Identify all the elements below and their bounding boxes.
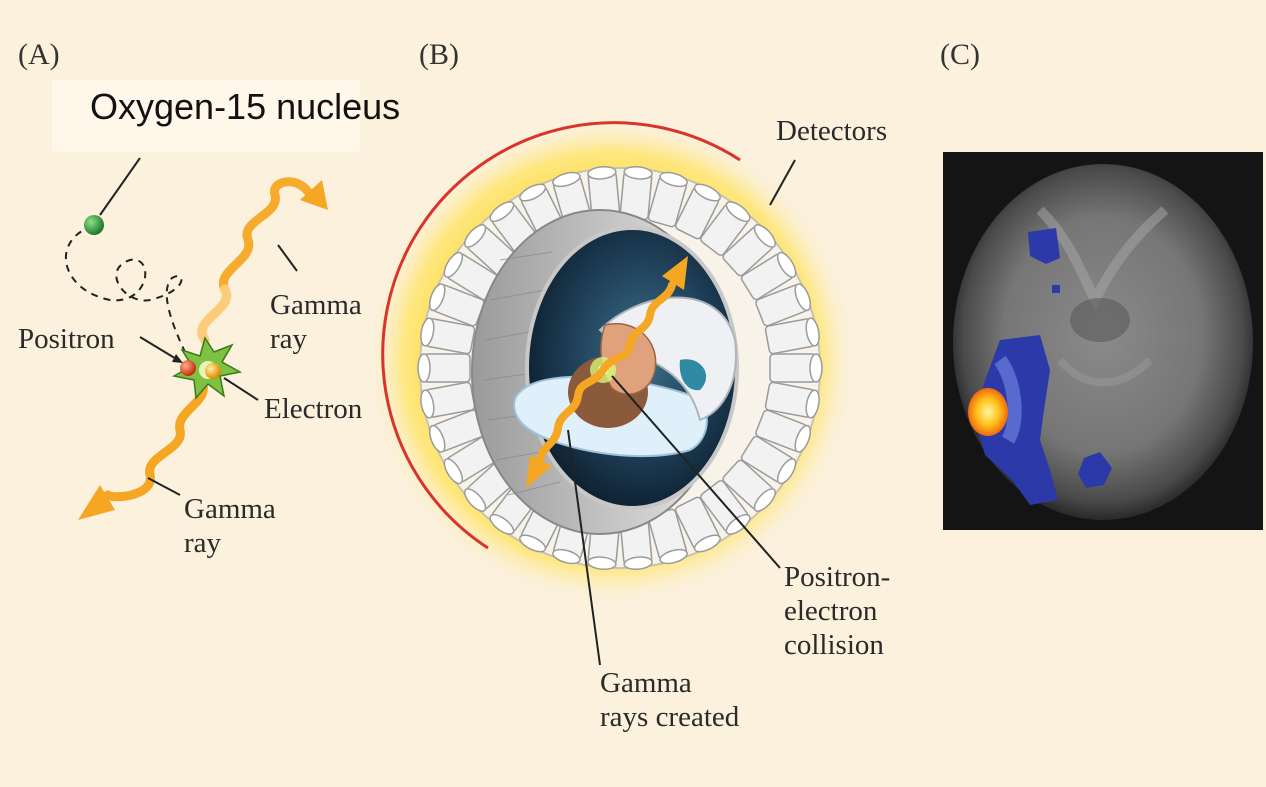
electron-pointer-line xyxy=(224,378,258,400)
panel-label-a: (A) xyxy=(18,38,60,72)
gamma-upper-pointer xyxy=(278,245,297,271)
activation-hotspot xyxy=(968,388,1008,436)
panel-c-scan xyxy=(943,152,1263,530)
panel-label-c: (C) xyxy=(940,38,980,72)
nucleus-pointer-line xyxy=(100,158,140,215)
gamma-lower-pointer xyxy=(148,478,180,495)
nucleus-label: Oxygen-15 nucleus xyxy=(90,90,400,124)
gamma-arrowhead-lower xyxy=(78,485,115,520)
positron-label: Positron xyxy=(18,322,115,356)
gamma-ray-lower xyxy=(108,380,203,497)
positron-pointer-line xyxy=(140,337,178,360)
electron-ball xyxy=(205,363,221,379)
detector-cylinder xyxy=(418,354,470,382)
detector-cylinder xyxy=(620,166,653,220)
oxygen-nucleus-ball xyxy=(84,215,104,235)
gamma-ray-upper-label: Gamma ray xyxy=(270,288,362,356)
panel-label-b: (B) xyxy=(419,38,459,72)
collision-label: Positron- electron collision xyxy=(784,560,890,662)
electron-label: Electron xyxy=(264,392,362,426)
detectors-label: Detectors xyxy=(776,114,887,148)
gamma-created-label: Gamma rays created xyxy=(600,666,739,734)
detector-cylinder xyxy=(770,354,822,382)
gamma-ray-lower-label: Gamma ray xyxy=(184,492,276,560)
